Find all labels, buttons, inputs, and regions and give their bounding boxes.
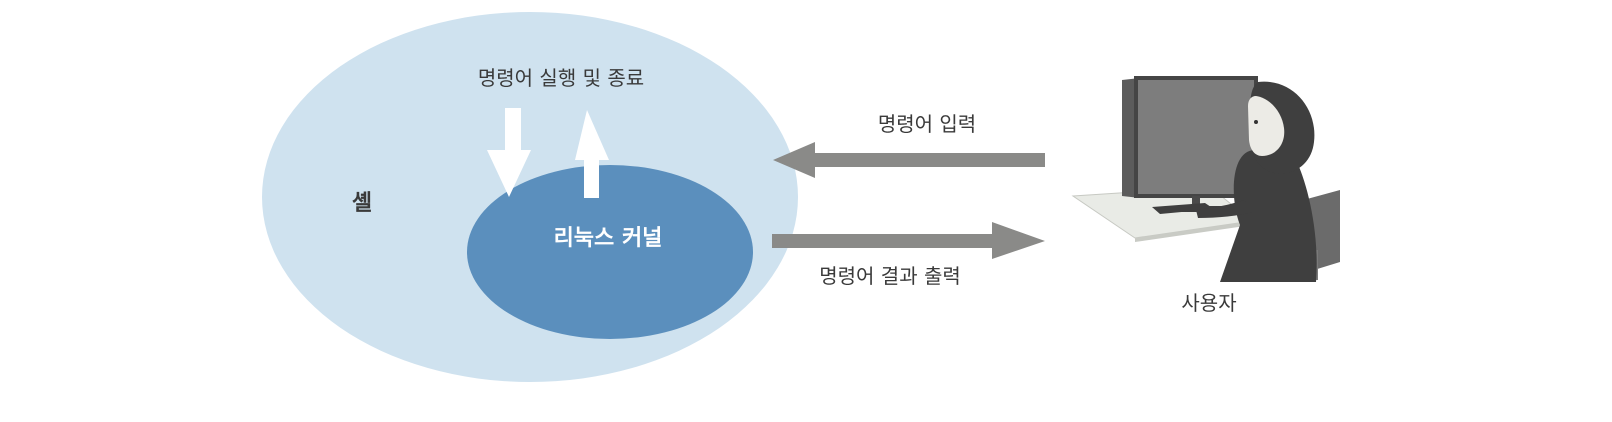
up-arrow-icon: [575, 110, 609, 198]
shell-label: 셸: [352, 191, 372, 216]
command-exec-label: 명령어 실행 및 종료: [478, 66, 644, 90]
command-output-label: 명령어 결과 출력: [819, 264, 961, 288]
output-arrow-icon: [772, 222, 1045, 259]
command-input-label: 명령어 입력: [878, 112, 976, 136]
kernel-label: 리눅스 커널: [554, 226, 663, 251]
input-arrow-icon: [773, 142, 1045, 178]
user-at-computer-icon: [1071, 76, 1340, 282]
user-label: 사용자: [1181, 291, 1236, 315]
down-arrow-icon: [487, 108, 531, 197]
kernel-ellipse: [467, 165, 753, 339]
